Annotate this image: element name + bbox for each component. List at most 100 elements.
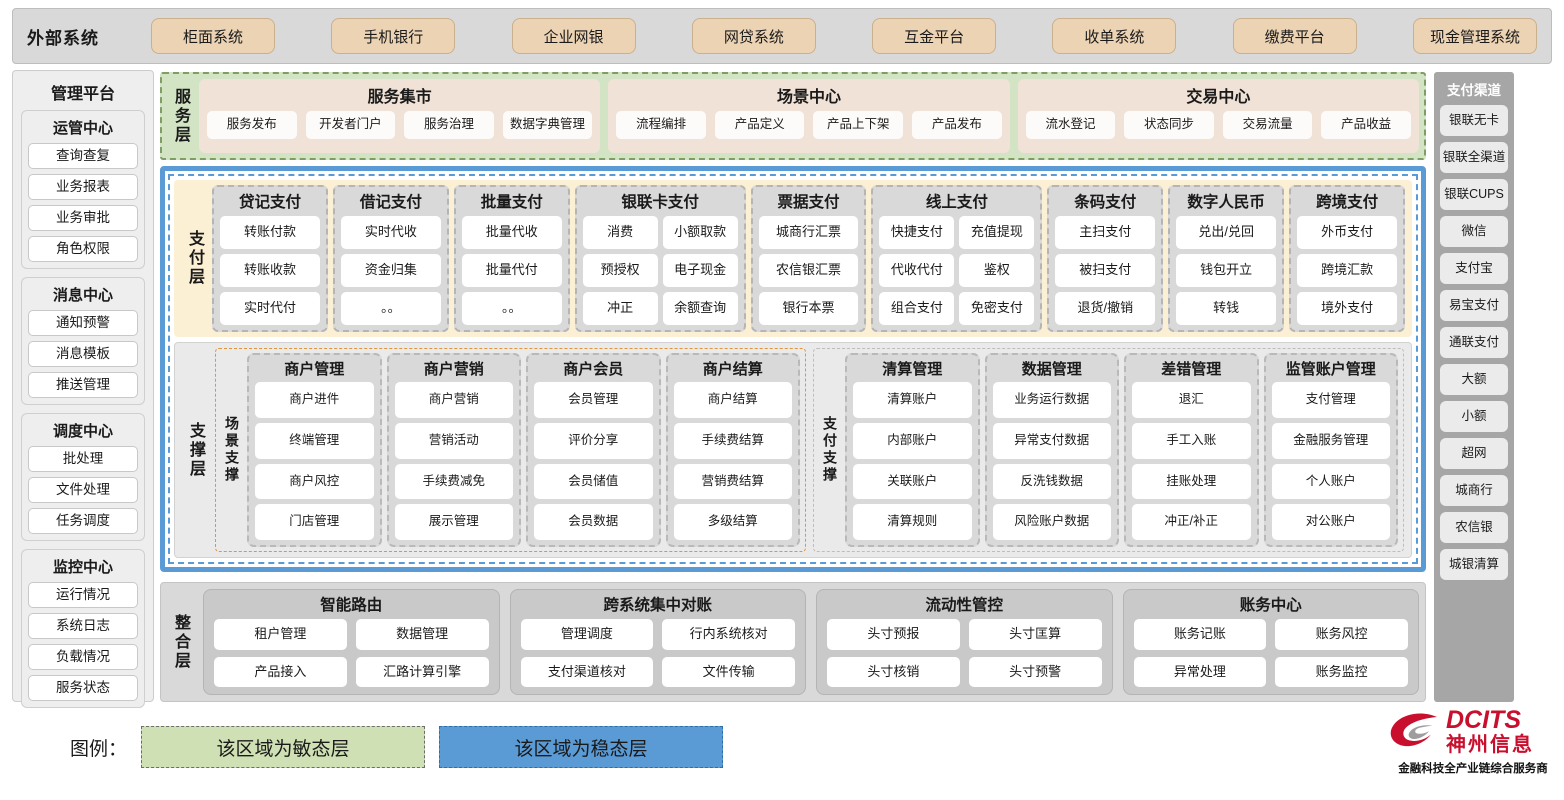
payment-item[interactable]: 电子现金 xyxy=(663,254,738,287)
external-system-chip[interactable]: 收单系统 xyxy=(1052,18,1176,54)
integration-item[interactable]: 文件传输 xyxy=(662,657,795,688)
integration-item[interactable]: 产品接入 xyxy=(214,657,347,688)
payment-support-item[interactable]: 个人账户 xyxy=(1272,464,1391,500)
payment-support-item[interactable]: 关联账户 xyxy=(853,464,972,500)
admin-menu-item[interactable]: 消息模板 xyxy=(28,341,138,367)
payment-item[interactable]: 预授权 xyxy=(583,254,658,287)
admin-menu-item[interactable]: 通知预警 xyxy=(28,310,138,336)
payment-channel-item[interactable]: 银联无卡 xyxy=(1440,105,1508,136)
payment-item[interactable]: 余额查询 xyxy=(663,292,738,325)
payment-item[interactable]: 冲正 xyxy=(583,292,658,325)
integration-item[interactable]: 头寸预警 xyxy=(969,657,1102,688)
scene-item[interactable]: 手续费减免 xyxy=(395,464,514,500)
payment-support-item[interactable]: 手工入账 xyxy=(1132,423,1251,459)
payment-item[interactable]: 主扫支付 xyxy=(1055,216,1155,249)
payment-channel-item[interactable]: 银联CUPS xyxy=(1440,179,1508,210)
scene-item[interactable]: 展示管理 xyxy=(395,504,514,540)
integration-item[interactable]: 头寸核销 xyxy=(827,657,960,688)
payment-channel-item[interactable]: 支付宝 xyxy=(1440,253,1508,284)
payment-item[interactable]: 批量代付 xyxy=(462,254,562,287)
integration-item[interactable]: 数据管理 xyxy=(356,619,489,650)
payment-item[interactable]: 小额取款 xyxy=(663,216,738,249)
integration-item[interactable]: 账务记账 xyxy=(1134,619,1267,650)
payment-channel-item[interactable]: 小额 xyxy=(1440,401,1508,432)
payment-support-item[interactable]: 冲正/补正 xyxy=(1132,504,1251,540)
payment-item[interactable]: 代收代付 xyxy=(879,254,954,287)
service-item[interactable]: 交易流量 xyxy=(1223,111,1313,139)
service-item[interactable]: 数据字典管理 xyxy=(503,111,593,139)
admin-menu-item[interactable]: 负载情况 xyxy=(28,644,138,670)
payment-support-item[interactable]: 清算规则 xyxy=(853,504,972,540)
integration-item[interactable]: 头寸匡算 xyxy=(969,619,1102,650)
payment-support-item[interactable]: 风险账户数据 xyxy=(993,504,1112,540)
admin-menu-item[interactable]: 批处理 xyxy=(28,446,138,472)
integration-item[interactable]: 汇路计算引擎 xyxy=(356,657,489,688)
scene-item[interactable]: 多级结算 xyxy=(674,504,793,540)
admin-menu-item[interactable]: 业务报表 xyxy=(28,174,138,200)
scene-item[interactable]: 门店管理 xyxy=(255,504,374,540)
payment-support-item[interactable]: 内部账户 xyxy=(853,423,972,459)
service-item[interactable]: 状态同步 xyxy=(1124,111,1214,139)
external-system-chip[interactable]: 柜面系统 xyxy=(151,18,275,54)
payment-item[interactable]: 鉴权 xyxy=(959,254,1034,287)
payment-item[interactable]: 银行本票 xyxy=(759,292,859,325)
service-item[interactable]: 产品上下架 xyxy=(813,111,903,139)
payment-item[interactable]: 转账付款 xyxy=(220,216,320,249)
payment-support-item[interactable]: 支付管理 xyxy=(1272,382,1391,418)
payment-channel-item[interactable]: 银联全渠道 xyxy=(1440,142,1508,173)
scene-item[interactable]: 会员数据 xyxy=(534,504,653,540)
payment-item[interactable]: 跨境汇款 xyxy=(1297,254,1397,287)
scene-item[interactable]: 手续费结算 xyxy=(674,423,793,459)
payment-item[interactable]: 免密支付 xyxy=(959,292,1034,325)
payment-item[interactable]: 快捷支付 xyxy=(879,216,954,249)
scene-item[interactable]: 评价分享 xyxy=(534,423,653,459)
payment-item[interactable]: 城商行汇票 xyxy=(759,216,859,249)
payment-channel-item[interactable]: 微信 xyxy=(1440,216,1508,247)
scene-item[interactable]: 商户结算 xyxy=(674,382,793,418)
payment-item[interactable]: 资金归集 xyxy=(341,254,441,287)
service-item[interactable]: 流程编排 xyxy=(616,111,706,139)
scene-item[interactable]: 商户风控 xyxy=(255,464,374,500)
admin-menu-item[interactable]: 推送管理 xyxy=(28,372,138,398)
admin-menu-item[interactable]: 任务调度 xyxy=(28,508,138,534)
integration-item[interactable]: 账务风控 xyxy=(1275,619,1408,650)
service-item[interactable]: 流水登记 xyxy=(1026,111,1116,139)
service-item[interactable]: 产品发布 xyxy=(912,111,1002,139)
payment-item[interactable]: 转账收款 xyxy=(220,254,320,287)
service-item[interactable]: 服务发布 xyxy=(207,111,297,139)
payment-channel-item[interactable]: 城商行 xyxy=(1440,475,1508,506)
external-system-chip[interactable]: 互金平台 xyxy=(872,18,996,54)
payment-item[interactable]: 退货/撤销 xyxy=(1055,292,1155,325)
payment-item[interactable]: 境外支付 xyxy=(1297,292,1397,325)
integration-item[interactable]: 行内系统核对 xyxy=(662,619,795,650)
payment-support-item[interactable]: 业务运行数据 xyxy=(993,382,1112,418)
service-item[interactable]: 开发者门户 xyxy=(306,111,396,139)
payment-item[interactable]: 批量代收 xyxy=(462,216,562,249)
service-item[interactable]: 服务治理 xyxy=(404,111,494,139)
payment-item[interactable]: 农信银汇票 xyxy=(759,254,859,287)
scene-item[interactable]: 营销活动 xyxy=(395,423,514,459)
payment-channel-item[interactable]: 大额 xyxy=(1440,364,1508,395)
external-system-chip[interactable]: 缴费平台 xyxy=(1233,18,1357,54)
scene-item[interactable]: 商户营销 xyxy=(395,382,514,418)
admin-menu-item[interactable]: 系统日志 xyxy=(28,613,138,639)
payment-item[interactable]: 消费 xyxy=(583,216,658,249)
service-item[interactable]: 产品收益 xyxy=(1321,111,1411,139)
payment-support-item[interactable]: 金融服务管理 xyxy=(1272,423,1391,459)
admin-menu-item[interactable]: 角色权限 xyxy=(28,236,138,262)
integration-item[interactable]: 异常处理 xyxy=(1134,657,1267,688)
scene-item[interactable]: 终端管理 xyxy=(255,423,374,459)
admin-menu-item[interactable]: 运行情况 xyxy=(28,582,138,608)
payment-item[interactable]: 外币支付 xyxy=(1297,216,1397,249)
payment-support-item[interactable]: 退汇 xyxy=(1132,382,1251,418)
admin-menu-item[interactable]: 文件处理 xyxy=(28,477,138,503)
payment-item[interactable]: 实时代收 xyxy=(341,216,441,249)
admin-menu-item[interactable]: 查询查复 xyxy=(28,143,138,169)
payment-item[interactable]: 组合支付 xyxy=(879,292,954,325)
payment-support-item[interactable]: 异常支付数据 xyxy=(993,423,1112,459)
service-item[interactable]: 产品定义 xyxy=(715,111,805,139)
payment-item[interactable]: 钱包开立 xyxy=(1176,254,1276,287)
payment-support-item[interactable]: 清算账户 xyxy=(853,382,972,418)
external-system-chip[interactable]: 企业网银 xyxy=(512,18,636,54)
scene-item[interactable]: 营销费结算 xyxy=(674,464,793,500)
